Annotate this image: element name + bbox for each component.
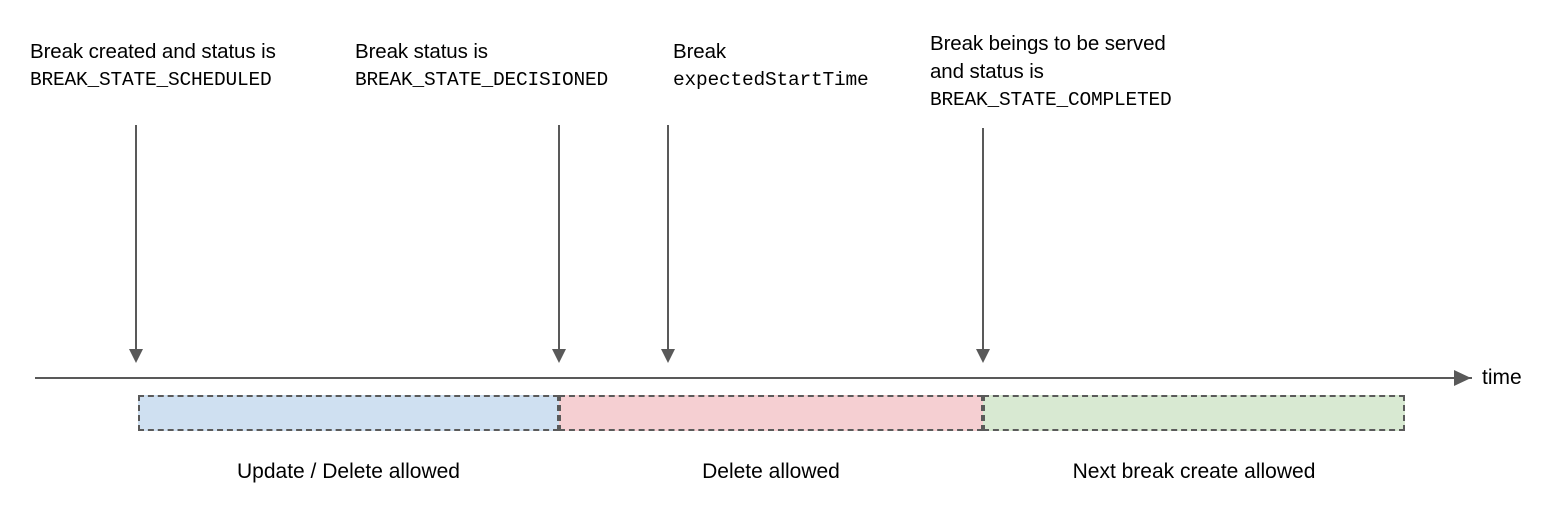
time-axis-line bbox=[35, 377, 1472, 379]
annotation-decisioned: Break status is BREAK_STATE_DECISIONED bbox=[355, 38, 608, 94]
pointer-arrow-scheduled-icon bbox=[128, 125, 144, 365]
phase-caption-update-delete: Update / Delete allowed bbox=[237, 460, 460, 483]
annotation-line: Break status is bbox=[355, 40, 488, 63]
time-axis-arrowhead-icon bbox=[1454, 370, 1471, 386]
annotation-line: and status is bbox=[930, 60, 1044, 83]
phase-caption-delete-only: Delete allowed bbox=[702, 460, 840, 483]
annotation-state-name: BREAK_STATE_COMPLETED bbox=[930, 89, 1172, 111]
phase-bar-delete-only bbox=[559, 395, 983, 431]
annotation-line: Break bbox=[673, 40, 727, 63]
pointer-arrow-decisioned-icon bbox=[551, 125, 567, 365]
annotation-field-name: expectedStartTime bbox=[673, 69, 869, 91]
annotation-completed: Break beings to be served and status is … bbox=[930, 30, 1172, 114]
annotation-state-name: BREAK_STATE_SCHEDULED bbox=[30, 69, 272, 91]
annotation-line: Break beings to be served bbox=[930, 32, 1166, 55]
phase-bar-next-break bbox=[983, 395, 1405, 431]
phase-bar-update-delete bbox=[138, 395, 559, 431]
pointer-arrow-completed-icon bbox=[975, 128, 991, 365]
phase-caption-next-break: Next break create allowed bbox=[1072, 460, 1316, 483]
annotation-expected-start-time: Break expectedStartTime bbox=[673, 38, 869, 94]
annotation-scheduled: Break created and status is BREAK_STATE_… bbox=[30, 38, 276, 94]
time-axis-label: time bbox=[1482, 366, 1522, 389]
annotation-state-name: BREAK_STATE_DECISIONED bbox=[355, 69, 609, 91]
annotation-line: Break created and status is bbox=[30, 40, 276, 63]
pointer-arrow-expected-start-time-icon bbox=[660, 125, 676, 365]
